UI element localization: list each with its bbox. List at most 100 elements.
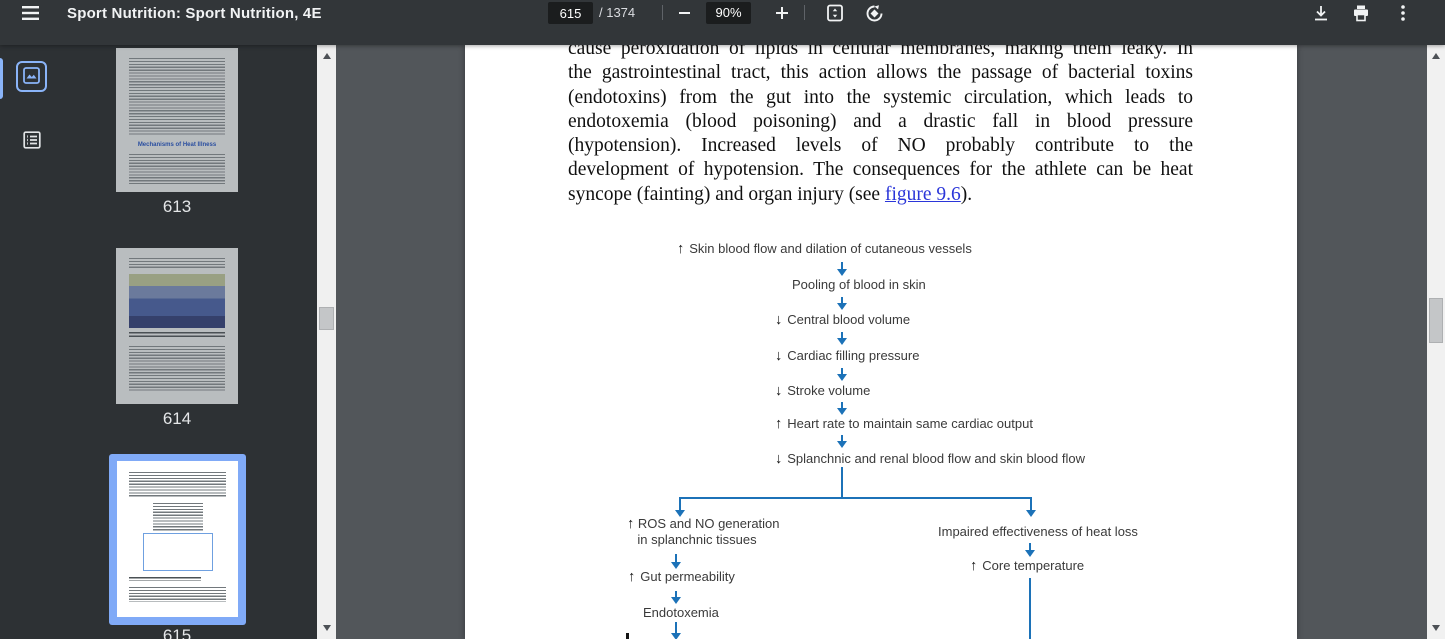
thumbnail-text-lines (129, 258, 225, 269)
download-icon (1312, 4, 1330, 22)
kebab-menu-icon (1401, 5, 1405, 21)
thumbnail-page-613[interactable]: Mechanisms of Heat Illness (116, 48, 238, 192)
paragraph-line: endotoxemia (blood poisoning) and a dras… (568, 110, 1193, 132)
sidebar-scrollbar (317, 45, 336, 639)
flowchart-node-label: Heart rate to maintain same cardiac outp… (787, 416, 1033, 431)
zoom-level[interactable]: 90% (706, 2, 751, 24)
thumbnail-text-lines (129, 472, 226, 498)
flowchart-node: ↑ Core temperature (970, 558, 1084, 574)
download-button[interactable] (1308, 0, 1334, 26)
paragraph-line: the gastrointestinal tract, this action … (568, 62, 1193, 84)
fit-to-page-button[interactable] (822, 0, 848, 26)
toolbar: Sport Nutrition: Sport Nutrition, 4E / 1… (0, 0, 1445, 45)
flowchart-node: ↑ Gut permeability (628, 569, 735, 585)
rotate-icon (865, 4, 884, 23)
down-arrow-icon: ↓ (775, 451, 783, 467)
print-button[interactable] (1348, 0, 1374, 26)
pdf-page: cause peroxidation of lipids in cellular… (465, 38, 1297, 639)
flowchart-node-label: Stroke volume (787, 383, 871, 398)
flowchart-node-label: Core temperature (982, 558, 1085, 573)
clipped-up-arrow-icon (626, 633, 629, 639)
page-count-label: / 1374 (599, 5, 636, 20)
down-connector-arrow (671, 591, 681, 604)
main-scroll-down-button[interactable] (1427, 620, 1445, 636)
down-arrow-icon: ↓ (775, 348, 783, 364)
page-number-input[interactable] (548, 2, 593, 24)
sidebar-scroll-down-button[interactable] (317, 620, 336, 636)
scroll-down-icon (1432, 625, 1440, 631)
thumbnail-label-613: 613 (162, 197, 192, 216)
up-arrow-icon: ↑ (970, 558, 978, 574)
right-branch-vertical-line (1029, 578, 1031, 639)
thumbnail-diagram-box (143, 533, 213, 571)
down-connector-arrow (837, 332, 847, 345)
thumbnail-page-614[interactable] (116, 248, 238, 404)
branch-horizontal-line (679, 497, 1032, 499)
thumbnail-caption-lines (129, 332, 225, 339)
sidebar-scrollbar-thumb[interactable] (319, 307, 334, 330)
flowchart-node: Endotoxemia (643, 605, 719, 621)
flowchart-node-label: ↑ ROS and NO generation (627, 516, 780, 532)
down-connector-arrow (671, 622, 681, 639)
up-arrow-icon: ↑ (627, 516, 635, 532)
main-scrollbar-thumb[interactable] (1429, 298, 1443, 343)
zoom-out-button[interactable] (671, 0, 697, 26)
thumbnail-page-615[interactable] (117, 461, 238, 617)
more-options-button[interactable] (1390, 0, 1416, 26)
thumbnail-caption-lines (129, 577, 201, 581)
thumbnail-label-614: 614 (162, 409, 192, 428)
selected-thumbnail-frame (109, 454, 246, 625)
flowchart-node: ↓ Central blood volume (775, 312, 910, 328)
up-arrow-icon: ↑ (628, 569, 636, 585)
thumbnails-view-button[interactable] (16, 61, 47, 92)
document-title: Sport Nutrition: Sport Nutrition, 4E (67, 5, 322, 22)
down-connector-arrow (837, 402, 847, 415)
outline-view-button[interactable] (16, 126, 47, 157)
up-arrow-icon: ↑ (775, 416, 783, 432)
sidebar-scroll-up-button[interactable] (317, 48, 336, 64)
flowchart-node-label: Skin blood flow and dilation of cutaneou… (689, 241, 972, 256)
minus-icon (678, 12, 690, 14)
active-panel-indicator (0, 58, 3, 99)
thumbnail-label-615: 615 (162, 626, 192, 639)
flowchart-node-label: Endotoxemia (643, 605, 719, 620)
thumbnail-text-lines (129, 346, 225, 392)
flowchart-node: Impaired effectiveness of heat loss (938, 524, 1138, 540)
flowchart-node: ↑ ROS and NO generation in splanchnic ti… (627, 516, 780, 547)
branch-right-arrow (1026, 499, 1036, 517)
thumbnail-text-lines (129, 154, 225, 184)
zoom-in-button[interactable] (769, 0, 795, 26)
thumbnails-icon (23, 66, 40, 87)
scroll-up-icon (322, 53, 331, 59)
toolbar-divider (804, 5, 805, 20)
print-icon (1352, 4, 1370, 22)
flowchart-node-label: Central blood volume (787, 312, 911, 327)
main-scrollbar (1427, 45, 1445, 639)
figure-9-6-link[interactable]: figure 9.6 (884, 183, 961, 205)
thumbnail-text-lines (129, 587, 226, 602)
flowchart-node: ↑ Skin blood flow and dilation of cutane… (677, 241, 972, 257)
scroll-down-icon (322, 625, 331, 631)
flowchart-node: ↓ Splanchnic and renal blood flow and sk… (775, 451, 1085, 467)
flowchart-node: ↑ Heart rate to maintain same cardiac ou… (775, 416, 1033, 432)
menu-button[interactable] (17, 0, 43, 26)
document-outline-icon (22, 131, 41, 152)
down-connector-arrow (837, 297, 847, 310)
flowchart-node: ↓ Cardiac filling pressure (775, 348, 919, 364)
thumbnail-heading: Mechanisms of Heat Illness (137, 142, 217, 148)
down-connector-arrow (837, 368, 847, 381)
body-paragraph: cause peroxidation of lipids in cellular… (568, 37, 1193, 207)
down-arrow-icon: ↓ (775, 312, 783, 328)
paragraph-text: syncope (fainting) and organ injury (see (568, 183, 885, 205)
down-connector-arrow (837, 435, 847, 448)
flowchart-node-label: ROS and NO generation (637, 516, 780, 531)
paragraph-line: (endotoxins) from the gut into the syste… (568, 86, 1193, 108)
rotate-button[interactable] (861, 0, 887, 26)
down-connector-arrow (1025, 543, 1035, 557)
main-scroll-up-button[interactable] (1427, 48, 1445, 64)
thumbnail-sidebar: Mechanisms of Heat Illness 613 614 615 (0, 45, 336, 639)
paragraph-line: development of hypotension. The conseque… (568, 159, 1193, 181)
paragraph-line: (hypotension). Increased levels of NO pr… (568, 135, 1193, 157)
flowchart-node-label: Splanchnic and renal blood flow and skin… (787, 451, 1085, 466)
